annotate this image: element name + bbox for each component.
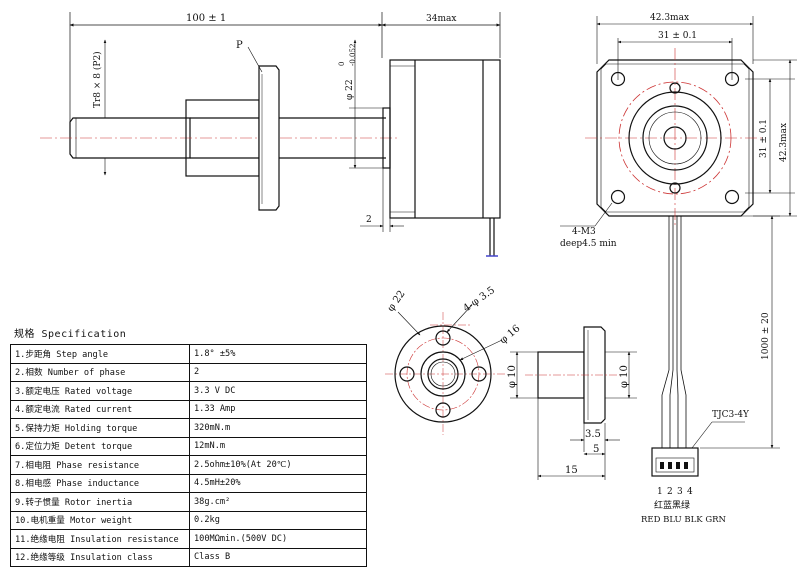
spec-key: 12.绝缘等级 Insulation class — [10, 547, 190, 567]
spec-value: Class B — [189, 547, 367, 567]
spec-key: 4.额定电流 Rated current — [10, 399, 190, 419]
nut-pitch-dia-label: φ 16 — [498, 323, 523, 346]
spec-value: 3.3 V DC — [189, 381, 367, 401]
front-hole-spacing-label: 31 ± 0.1 — [658, 31, 697, 41]
spec-heading: 规格 Specification — [14, 329, 127, 340]
nut-total-length-label: 15 — [565, 465, 578, 476]
boss-dia-label: φ 22 — [345, 79, 355, 100]
nut-body-dia-right-label: φ 10 — [619, 365, 630, 388]
nut-front-view — [385, 304, 505, 435]
wire-colors-cn: 红蓝黑绿 — [654, 499, 690, 511]
screw-thread-label: Tr8 × 8 (P2) — [92, 51, 103, 108]
spec-key: 3.额定电压 Rated voltage — [10, 381, 190, 401]
spec-key: 9.转子惯量 Rotor inertia — [10, 492, 190, 512]
spec-value: 2 — [189, 362, 367, 382]
spec-key: 7.相电阻 Phase resistance — [10, 455, 190, 475]
hole-spec-label: 4-M3 — [572, 227, 596, 237]
body-length-label: 34max — [426, 14, 456, 24]
hole-depth-label: deep4.5 min — [560, 239, 617, 249]
spec-value: 2.5ohm±10%(At 20℃) — [189, 455, 367, 475]
spec-value: 4.5mH±20% — [189, 473, 367, 493]
connector-model-label: TJC3-4Y — [712, 410, 750, 420]
boss-tol-upper: 0 — [338, 62, 346, 66]
front-view — [560, 16, 797, 477]
spec-value: 1.8° ±5% — [189, 344, 367, 364]
spec-key: 10.电机重量 Motor weight — [10, 510, 190, 530]
wire-colors-en: RED BLU BLK GRN — [641, 515, 727, 525]
pin-number-1: 1 — [657, 487, 663, 497]
pin-number-3: 3 — [677, 487, 683, 497]
spec-key: 6.定位力矩 Detent torque — [10, 436, 190, 456]
boss-height-label: 2 — [366, 215, 372, 225]
front-hole-spacing-v-label: 31 ± 0.1 — [759, 119, 769, 158]
spec-value: 1.33 Amp — [189, 399, 367, 419]
nut-hole-pattern-label: 4-φ 3.5 — [461, 285, 497, 315]
spec-value: 100MΩmin.(500V DC) — [189, 529, 367, 549]
nut-shoulder-label: 5 — [593, 444, 599, 455]
spec-key: 2.相数 Number of phase — [10, 362, 190, 382]
wire-length-label: 1000 ± 20 — [761, 312, 771, 360]
nut-side-view — [510, 326, 637, 480]
side-view — [40, 12, 501, 257]
nut-outer-dia-label: φ 22 — [385, 289, 407, 314]
pin-number-2: 2 — [667, 487, 673, 497]
boss-tol-lower: -0.052 — [349, 44, 357, 66]
spec-key: 1.步距角 Step angle — [10, 344, 190, 364]
overall-length-label: 100 ± 1 — [186, 13, 226, 24]
spec-value: 320mN.m — [189, 418, 367, 438]
front-overall-width-label: 42.3max — [650, 13, 689, 23]
spec-value: 38g.cm² — [189, 492, 367, 512]
connector-pins — [660, 462, 688, 469]
flange-p-label: P — [236, 40, 243, 51]
spec-value: 12mN.m — [189, 436, 367, 456]
spec-key: 8.相电感 Phase inductance — [10, 473, 190, 493]
nut-body-dia-left-label: φ 10 — [507, 365, 518, 388]
spec-key: 11.绝缘电阻 Insulation resistance — [10, 529, 190, 549]
front-overall-height-label: 42.3max — [779, 123, 789, 162]
pin-number-4: 4 — [687, 487, 693, 497]
spec-value: 0.2kg — [189, 510, 367, 530]
spec-key: 5.保持力矩 Holding torque — [10, 418, 190, 438]
nut-flange-thickness-label: 3.5 — [585, 429, 601, 440]
